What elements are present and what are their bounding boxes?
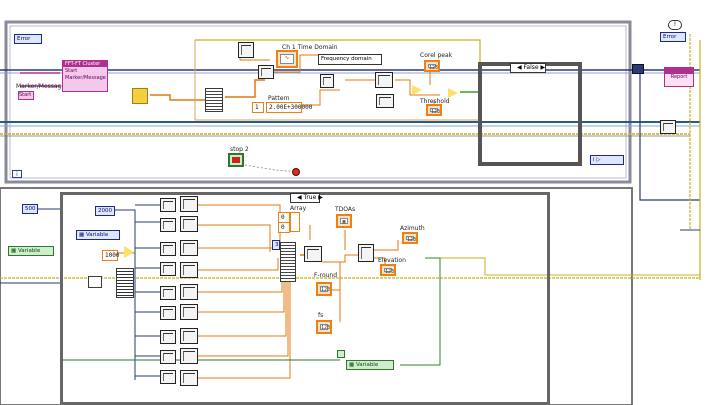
channel-graph-4[interactable] <box>180 262 198 278</box>
inner-loop-frame <box>60 192 550 405</box>
channel-graph-5[interactable] <box>180 284 198 300</box>
right-merge-subvi[interactable] <box>660 120 676 134</box>
corel-peak-indicator: 123 <box>424 60 440 72</box>
fs-label: fs <box>318 312 324 319</box>
channel-graph-2[interactable] <box>180 216 198 232</box>
tdoa-indicator: ▦ <box>336 214 352 228</box>
fround-label: F-round <box>314 272 338 279</box>
false-case-structure[interactable] <box>478 62 582 166</box>
time-domain-graph: ∿ <box>276 50 298 68</box>
channel-graph-6[interactable] <box>180 304 198 320</box>
azimuth-indicator: 123 <box>402 232 418 244</box>
loop-left-tunnel <box>88 276 102 288</box>
channel-subvi-8[interactable] <box>160 350 176 364</box>
channel-subvi-7[interactable] <box>160 330 176 344</box>
report-node[interactable]: Report <box>664 67 694 87</box>
cluster-title: FFT-FT Cluster <box>63 61 107 67</box>
pattern-value[interactable]: 2.00E+300000 <box>266 102 312 113</box>
loop-condition-terminal[interactable] <box>337 350 345 358</box>
case-false-label: False <box>523 64 539 71</box>
stop-button[interactable] <box>228 153 244 167</box>
channel-graph-3[interactable] <box>180 240 198 256</box>
const-2000[interactable]: 2000 <box>95 206 115 216</box>
channel-subvi-3[interactable] <box>160 242 176 256</box>
cluster-field-marker: Marker/Message <box>65 75 106 81</box>
corel-peak-label: Corel peak <box>420 52 453 59</box>
time-domain-subvi[interactable] <box>238 42 254 58</box>
case-selector-true[interactable]: ◀ True ▶ <box>290 193 323 203</box>
peak-detect-subvi[interactable] <box>376 94 394 108</box>
top-while-loop-frame <box>4 20 632 184</box>
array-value-2[interactable]: 0 <box>278 222 290 233</box>
build-array-bottom[interactable] <box>280 242 296 282</box>
array-control-frame[interactable] <box>290 212 300 232</box>
report-label: Report <box>670 74 688 80</box>
locate-subvi[interactable] <box>358 244 374 262</box>
channel-subvi-2[interactable] <box>160 218 176 232</box>
marker-message-label: Marker/Message <box>16 83 66 90</box>
info-icon: ! <box>668 20 682 30</box>
time-domain-label: Ch 1 Time Domain <box>282 44 338 51</box>
case-selector-false[interactable]: ◀ False ▶ <box>510 63 546 73</box>
pattern-label: Pattern <box>268 95 290 102</box>
channel-graph-7[interactable] <box>180 328 198 344</box>
compare-node-2[interactable] <box>448 88 458 98</box>
channel-graph-1[interactable] <box>180 196 198 212</box>
right-error-node[interactable] <box>632 64 644 74</box>
variable-blue[interactable]: ▦ Variable <box>76 230 120 240</box>
channel-subvi-9[interactable] <box>160 370 176 384</box>
case-true-label: True <box>303 194 317 201</box>
error-out-terminal[interactable]: Error <box>660 32 686 42</box>
stop-terminal[interactable] <box>292 168 300 176</box>
fft-subvi-2[interactable] <box>320 74 334 88</box>
variable-bottom[interactable]: ▦ Variable <box>346 360 394 370</box>
azimuth-label: Azimuth <box>400 225 425 232</box>
index-array-node[interactable] <box>116 268 134 298</box>
channel-graph-8[interactable] <box>180 348 198 364</box>
index-terminal: 3 <box>272 240 280 250</box>
domain-selector[interactable]: Frequency domain <box>318 54 382 65</box>
array-label: Array <box>290 205 307 212</box>
tdoa-label: TDOAs <box>335 206 356 213</box>
compare-node-1[interactable] <box>412 85 422 95</box>
cluster-field-start: Start <box>65 68 78 74</box>
variable-blue-label: Variable <box>85 232 109 238</box>
const-1000[interactable]: 1000 <box>102 250 119 261</box>
channel-subvi-6[interactable] <box>160 306 176 320</box>
multiply-node[interactable] <box>124 246 134 258</box>
error-in-terminal[interactable]: Error <box>14 34 42 44</box>
fround-control[interactable]: 123 <box>316 282 332 296</box>
variable-bottom-label: Variable <box>355 362 379 368</box>
bottom-loop-frame <box>0 187 633 405</box>
fs-control[interactable]: 123 <box>316 320 332 334</box>
pattern-index[interactable]: 1 <box>252 102 264 113</box>
build-array-node[interactable] <box>205 88 223 112</box>
elevation-label: Elevation <box>378 257 406 264</box>
channel-graph-9[interactable] <box>180 370 198 386</box>
fft-subvi-1[interactable] <box>258 65 274 79</box>
yellow-case-node[interactable] <box>132 88 148 104</box>
variable-left-label: Variable <box>17 248 41 254</box>
channel-subvi-4[interactable] <box>160 262 176 276</box>
variable-left[interactable]: ▦ Variable <box>8 246 54 256</box>
stop-label: stop 2 <box>230 146 249 153</box>
elevation-indicator: 123 <box>380 264 396 276</box>
threshold-label: Threshold <box>420 98 450 105</box>
const-500[interactable]: 500 <box>22 204 38 214</box>
correlation-subvi[interactable] <box>375 72 393 88</box>
shift-register-right: i ▷ <box>590 155 624 165</box>
fft-cluster-node[interactable]: FFT-FT Cluster Start Marker/Message <box>62 60 108 92</box>
marker-message-control[interactable]: Start <box>18 91 34 100</box>
channel-subvi-5[interactable] <box>160 286 176 300</box>
threshold-control[interactable]: 123 <box>426 104 442 116</box>
iteration-terminal: i <box>12 170 22 178</box>
channel-subvi-1[interactable] <box>160 198 176 212</box>
tdoa-subvi[interactable] <box>304 246 322 262</box>
